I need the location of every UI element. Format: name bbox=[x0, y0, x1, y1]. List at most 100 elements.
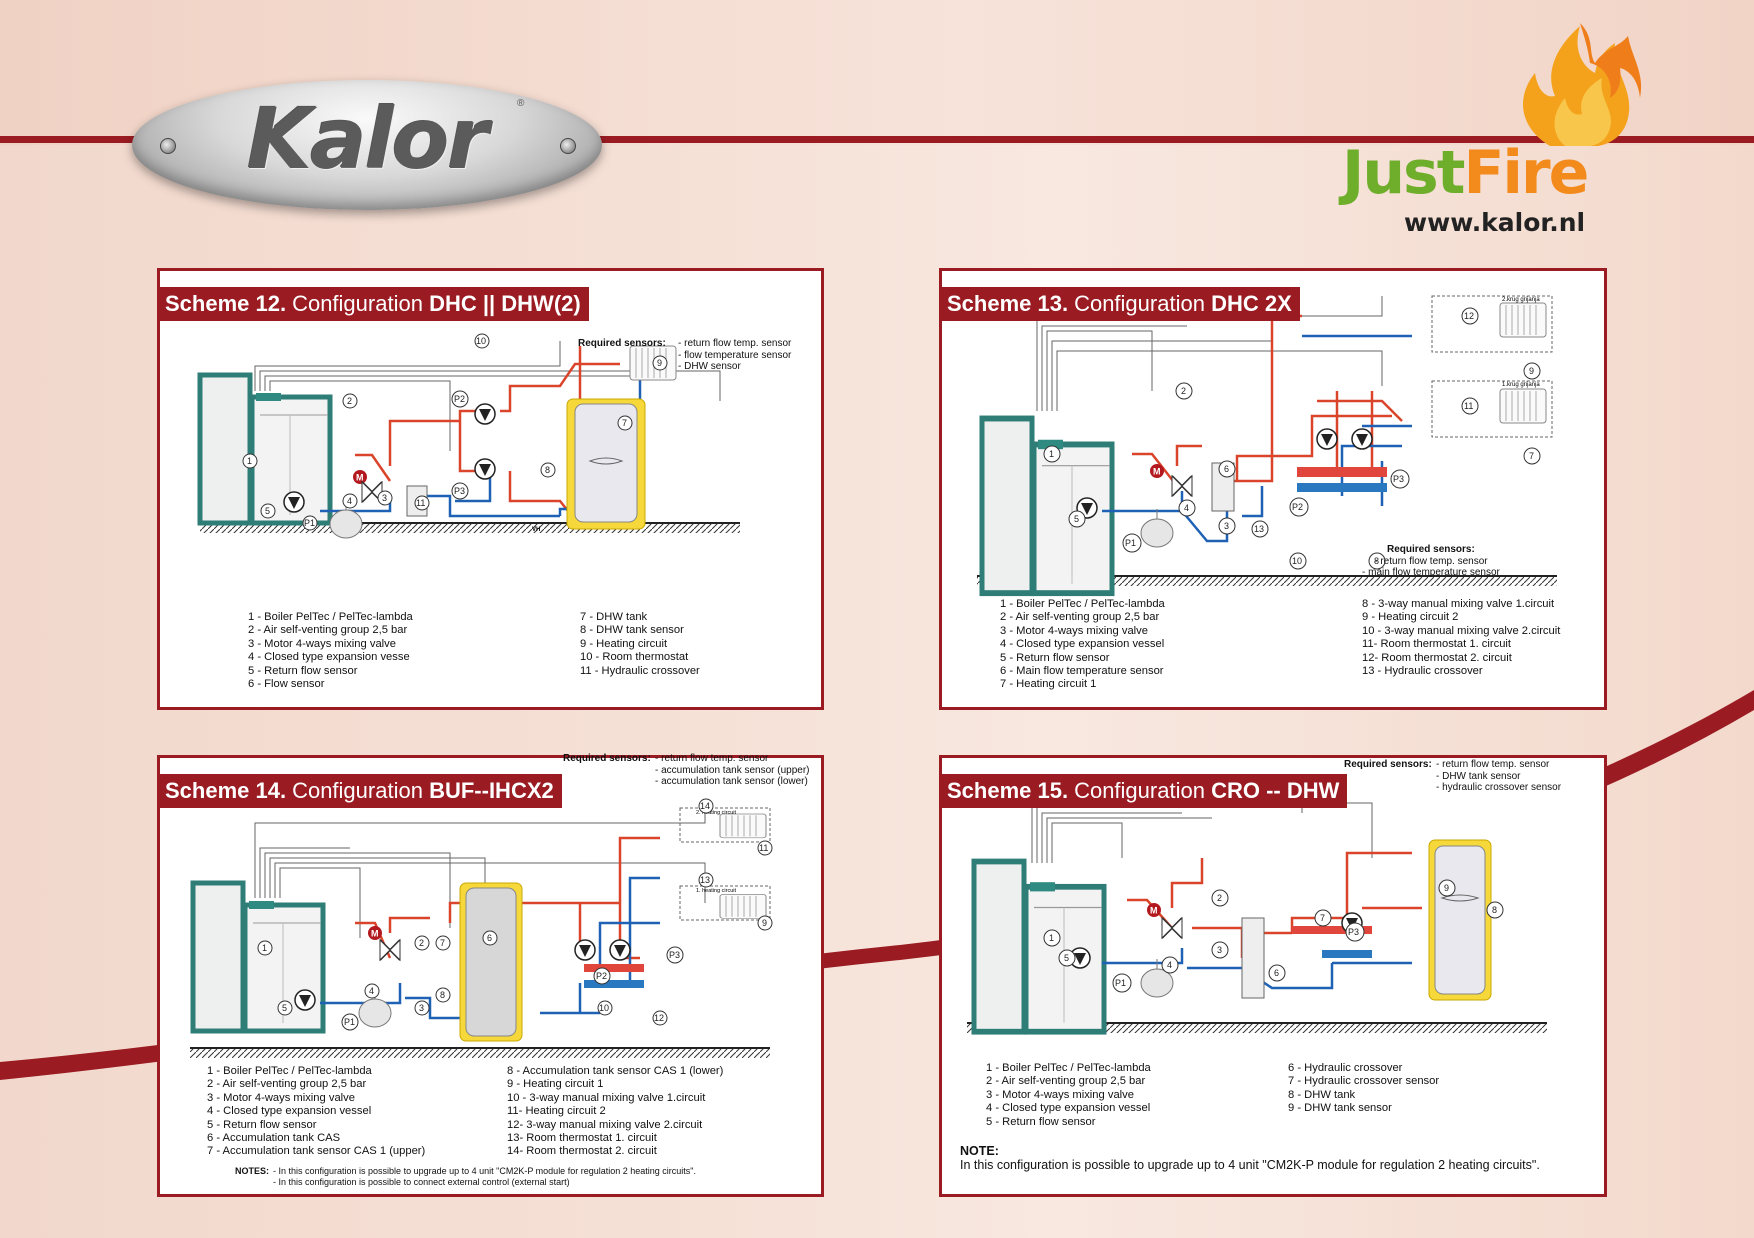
svg-text:P1: P1 bbox=[304, 518, 315, 528]
scheme-13-legend-right: 8 - 3-way manual mixing valve 1.circuit … bbox=[1362, 598, 1560, 678]
svg-text:9: 9 bbox=[1529, 366, 1534, 376]
scheme-13-number: Scheme 13. bbox=[947, 291, 1069, 316]
legend-item: 2 - Air self-venting group 2,5 bar bbox=[248, 624, 408, 637]
svg-text:P3: P3 bbox=[454, 486, 465, 496]
scheme-12-number: Scheme 12. bbox=[165, 291, 287, 316]
legend-item: 8 - 3-way manual mixing valve 1.circuit bbox=[1362, 598, 1555, 610]
svg-text:4: 4 bbox=[1184, 503, 1189, 513]
svg-text:P3: P3 bbox=[669, 950, 680, 960]
registered-mark: ® bbox=[517, 98, 525, 109]
legend-item: 11- Room thermostat 1. circuit bbox=[1362, 638, 1512, 651]
legend-item: 2 - Air self-venting group 2,5 bar bbox=[986, 1075, 1146, 1088]
svg-text:P1: P1 bbox=[1115, 978, 1126, 988]
svg-text:11: 11 bbox=[759, 843, 768, 853]
legend-item: 3 - Motor 4-ways mixing valve bbox=[207, 1091, 355, 1104]
scheme-13-required-sensors: Required sensors: - return flow temp. se… bbox=[1362, 544, 1500, 579]
scheme-15-legend-left: 1 - Boiler PelTec / PelTec-lambda 2 - Ai… bbox=[986, 1062, 1151, 1129]
legend-item: 13 - Hydraulic crossover bbox=[1362, 665, 1483, 678]
legend-item: 12- 3-way manual mixing valve 2.circuit bbox=[507, 1118, 703, 1131]
req-item: - return flow temp. sensor bbox=[678, 338, 792, 349]
legend-item: 11 - Hydraulic crossover bbox=[580, 664, 700, 677]
req-item: - return flow temp. sensor bbox=[655, 753, 769, 764]
scheme-12-config: DHC || DHW(2) bbox=[429, 291, 581, 316]
legend-item: 4 - Closed type expansion vesse bbox=[248, 651, 410, 664]
scheme-13-legend-left: 1 - Boiler PelTec / PelTec-lambda 2 - Ai… bbox=[1000, 598, 1165, 692]
screw-icon bbox=[160, 138, 176, 154]
screw-icon bbox=[560, 138, 576, 154]
website-url[interactable]: www.kalor.nl bbox=[1404, 208, 1586, 237]
legend-item: 1 - Boiler PelTec / PelTec-lambda bbox=[986, 1062, 1151, 1074]
legend-item: 6 - Accumulation tank CAS bbox=[207, 1132, 341, 1145]
svg-text:1: 1 bbox=[1049, 933, 1054, 943]
scheme-13-panel: 2.krug grijanja 1.krug grijanja 1 2 3 4 … bbox=[939, 268, 1607, 710]
legend-item: 2 - Air self-venting group 2,5 bar bbox=[1000, 611, 1160, 624]
svg-text:P3: P3 bbox=[1393, 474, 1404, 484]
svg-text:1: 1 bbox=[262, 943, 267, 953]
svg-text:8: 8 bbox=[545, 465, 550, 475]
legend-item: 7 - Heating circuit 1 bbox=[1000, 678, 1097, 691]
scheme-14-label: Configuration bbox=[292, 778, 423, 803]
svg-text:2: 2 bbox=[1181, 386, 1186, 396]
req-item: - hydraulic crossover sensor bbox=[1436, 782, 1562, 793]
scheme-12-legend-right: 7 - DHW tank 8 - DHW tank sensor 9 - Hea… bbox=[580, 611, 700, 678]
justfire-just: Just bbox=[1342, 138, 1465, 208]
scheme-15-number: Scheme 15. bbox=[947, 778, 1069, 803]
legend-item: 3 - Motor 4-ways mixing valve bbox=[986, 1088, 1134, 1101]
svg-text:7: 7 bbox=[1320, 913, 1325, 923]
svg-text:8: 8 bbox=[1492, 905, 1497, 915]
legend-item: 5 - Return flow sensor bbox=[986, 1115, 1096, 1128]
scheme-12-panel: VH 1 2 3 4 5 P1 7 8 9 10 11 P2 P3 Scheme… bbox=[157, 268, 824, 710]
req-heading: Required sensors: bbox=[1344, 759, 1432, 770]
legend-item: 6 - Hydraulic crossover bbox=[1288, 1062, 1403, 1074]
svg-text:9: 9 bbox=[762, 918, 767, 928]
svg-text:3: 3 bbox=[382, 493, 387, 503]
req-item: - flow temperature sensor bbox=[678, 349, 792, 361]
legend-item: 8 - DHW tank bbox=[1288, 1088, 1356, 1101]
kalor-logo: Kalor ® bbox=[132, 80, 602, 210]
scheme-14-title: Scheme 14.Configuration BUF--IHCX2 bbox=[157, 774, 562, 808]
svg-text:10: 10 bbox=[1292, 556, 1302, 566]
legend-item: 1 - Boiler PelTec / PelTec-lambda bbox=[207, 1065, 372, 1077]
justfire-fire: Fire bbox=[1463, 138, 1589, 208]
scheme-13-config: DHC 2X bbox=[1211, 291, 1292, 316]
flame-icon bbox=[1523, 23, 1642, 146]
svg-text:2: 2 bbox=[347, 396, 352, 406]
notes-heading: NOTES: bbox=[235, 1166, 270, 1176]
svg-text:1: 1 bbox=[1049, 449, 1054, 459]
scheme-15-required-sensors: Required sensors: - return flow temp. se… bbox=[1344, 759, 1561, 793]
req-item: - return flow temp. sensor bbox=[1436, 759, 1550, 770]
legend-item: 2 - Air self-venting group 2,5 bar bbox=[207, 1078, 367, 1091]
req-heading: Required sensors: bbox=[1387, 544, 1475, 555]
svg-text:13: 13 bbox=[700, 875, 710, 885]
scheme-14-diagram: 2. heating circuit 1. heating circuit 1 … bbox=[190, 798, 773, 1058]
svg-text:P1: P1 bbox=[344, 1017, 355, 1027]
scheme-14-number: Scheme 14. bbox=[165, 778, 287, 803]
legend-item: 8 - Accumulation tank sensor CAS 1 (lowe… bbox=[507, 1065, 724, 1077]
legend-item: 6 - Flow sensor bbox=[248, 678, 325, 691]
svg-text:5: 5 bbox=[265, 506, 270, 516]
svg-text:11: 11 bbox=[1464, 401, 1473, 411]
legend-item: 9 - Heating circuit bbox=[580, 637, 668, 650]
svg-text:12: 12 bbox=[654, 1013, 664, 1023]
req-heading: Required sensors: bbox=[563, 753, 651, 764]
svg-text:5: 5 bbox=[1064, 953, 1069, 963]
legend-item: 5 - Return flow sensor bbox=[207, 1118, 317, 1131]
svg-text:4: 4 bbox=[1167, 960, 1172, 970]
scheme-14-required-sensors: Required sensors: - return flow temp. se… bbox=[563, 753, 810, 787]
legend-item: 9 - DHW tank sensor bbox=[1288, 1102, 1392, 1115]
scheme-13-label: Configuration bbox=[1074, 291, 1205, 316]
legend-item: 9 - Heating circuit 2 bbox=[1362, 611, 1459, 624]
svg-text:7: 7 bbox=[1529, 451, 1534, 461]
legend-item: 10 - 3-way manual mixing valve 1.circuit bbox=[507, 1091, 706, 1104]
svg-text:5: 5 bbox=[282, 1003, 287, 1013]
svg-text:13: 13 bbox=[1254, 524, 1264, 534]
legend-item: 4 - Closed type expansion vessel bbox=[1000, 638, 1165, 651]
legend-item: 7 - Accumulation tank sensor CAS 1 (uppe… bbox=[207, 1145, 426, 1158]
legend-item: 3 - Motor 4-ways mixing valve bbox=[248, 637, 396, 650]
svg-text:1: 1 bbox=[247, 456, 252, 466]
legend-item: 10 - 3-way manual mixing valve 2.circuit bbox=[1362, 624, 1561, 637]
scheme-12-label: Configuration bbox=[292, 291, 423, 316]
svg-text:9: 9 bbox=[1444, 883, 1449, 893]
scheme-14-panel: 2. heating circuit 1. heating circuit 1 … bbox=[157, 753, 824, 1197]
req-item: - accumulation tank sensor (upper) bbox=[655, 764, 810, 776]
